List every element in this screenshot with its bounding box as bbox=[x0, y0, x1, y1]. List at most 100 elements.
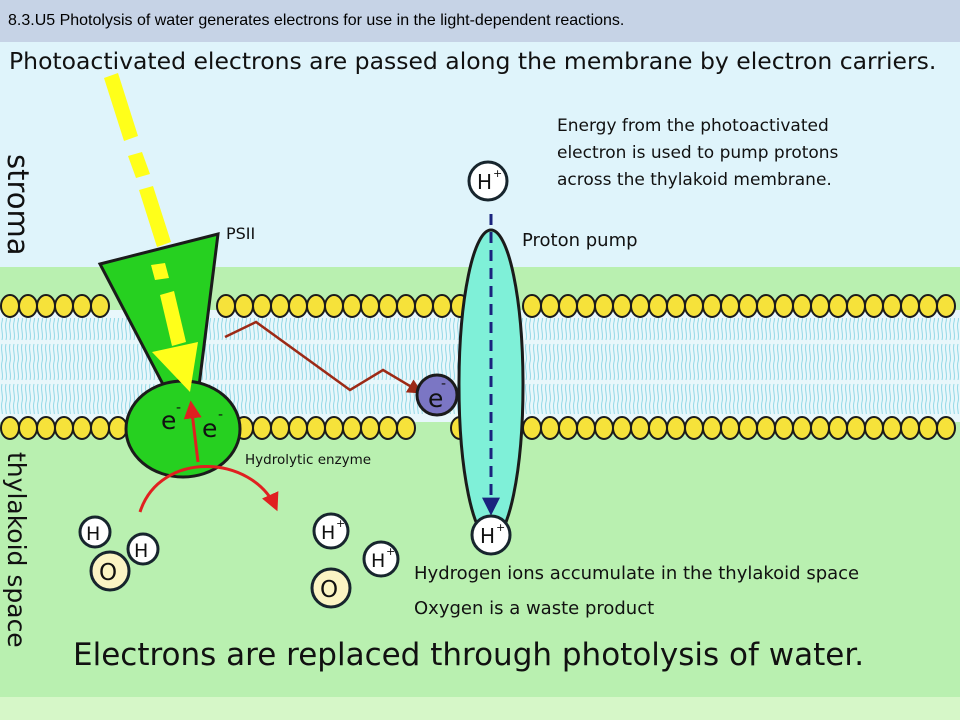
phospholipid-head bbox=[342, 294, 362, 318]
phospholipid-head bbox=[810, 416, 830, 440]
proton-thylakoid-pump: H + bbox=[470, 514, 512, 556]
energy-note-line-1: Energy from the photoactivated bbox=[557, 116, 829, 136]
phospholipid-head bbox=[396, 294, 416, 318]
phospholipid-head bbox=[342, 416, 362, 440]
phospholipid-head bbox=[774, 294, 794, 318]
svg-text:H: H bbox=[321, 522, 335, 544]
phospholipid-head bbox=[360, 416, 380, 440]
phospholipid-head bbox=[864, 294, 884, 318]
electron-symbol-psii-1: e - bbox=[161, 400, 181, 435]
phospholipid-head bbox=[900, 416, 920, 440]
phospholipid-head bbox=[0, 294, 20, 318]
phospholipid-head bbox=[882, 416, 902, 440]
phospholipid-head bbox=[576, 416, 596, 440]
phospholipid-head bbox=[666, 294, 686, 318]
phospholipid-head bbox=[702, 294, 722, 318]
phospholipid-head bbox=[216, 294, 236, 318]
thylakoid-space-label: thylakoid space bbox=[2, 452, 31, 648]
phospholipid-head bbox=[396, 416, 416, 440]
phospholipid-head bbox=[666, 416, 686, 440]
photolysis-diagram: e - e - e - H + H + H H O H + bbox=[0, 42, 960, 720]
svg-text:-: - bbox=[218, 407, 223, 423]
phospholipid-head bbox=[522, 294, 542, 318]
bottom-heading: Electrons are replaced through photolysi… bbox=[73, 637, 864, 673]
stroma-label: stroma bbox=[1, 154, 35, 256]
phospholipid-head bbox=[702, 416, 722, 440]
phospholipid-head bbox=[324, 294, 344, 318]
phospholipid-head bbox=[54, 294, 74, 318]
phospholipid-head bbox=[828, 294, 848, 318]
svg-text:O: O bbox=[320, 577, 338, 603]
phospholipid-head bbox=[72, 294, 92, 318]
phospholipid-head bbox=[756, 416, 776, 440]
top-heading: Photoactivated electrons are passed alon… bbox=[9, 47, 936, 75]
light-arrow bbox=[104, 73, 198, 392]
phospholipid-head bbox=[306, 294, 326, 318]
electron-symbol-psii-2: e - bbox=[202, 407, 223, 443]
electron-carrier-symbol: e bbox=[428, 384, 443, 413]
svg-text:+: + bbox=[493, 167, 502, 180]
phospholipid-head bbox=[288, 294, 308, 318]
phospholipid-head bbox=[324, 416, 344, 440]
phospholipid-head bbox=[90, 416, 110, 440]
phospholipid-head bbox=[756, 294, 776, 318]
energy-note-line-3: across the thylakoid membrane. bbox=[557, 170, 832, 190]
phospholipid-head bbox=[810, 294, 830, 318]
svg-text:+: + bbox=[386, 545, 395, 558]
svg-text:H: H bbox=[86, 523, 100, 545]
phospholipid-head bbox=[432, 294, 452, 318]
oxygen-product: O bbox=[310, 567, 352, 609]
phospholipid-head bbox=[792, 416, 812, 440]
phospholipid-head bbox=[36, 416, 56, 440]
phospholipid-head bbox=[378, 416, 398, 440]
slide-header: 8.3.U5 Photolysis of water generates ele… bbox=[0, 0, 960, 42]
psii-label: PSII bbox=[226, 224, 255, 243]
phospholipid-head bbox=[270, 416, 290, 440]
phospholipid-head bbox=[630, 416, 650, 440]
phospholipid-head bbox=[630, 294, 650, 318]
phospholipid-head bbox=[54, 416, 74, 440]
electron-replacement-arrow bbox=[183, 400, 202, 463]
proton-product-1: H + bbox=[312, 512, 350, 550]
hydrogen-ions-note: Hydrogen ions accumulate in the thylakoi… bbox=[414, 563, 859, 584]
footer-strip bbox=[0, 697, 960, 720]
psii-reaction-centre bbox=[124, 379, 242, 479]
phospholipid-head bbox=[522, 416, 542, 440]
phospholipid-head bbox=[918, 416, 938, 440]
phospholipid-head bbox=[738, 416, 758, 440]
svg-text:H: H bbox=[480, 524, 495, 548]
water-molecule: H H O bbox=[78, 515, 160, 592]
phospholipid-head bbox=[252, 416, 272, 440]
energy-note-line-2: electron is used to pump protons bbox=[557, 143, 839, 163]
phospholipid-head bbox=[882, 294, 902, 318]
slide-title: 8.3.U5 Photolysis of water generates ele… bbox=[8, 12, 625, 29]
phospholipid-head bbox=[234, 294, 254, 318]
proton-pump-label: Proton pump bbox=[522, 230, 638, 251]
phospholipid-head bbox=[0, 416, 20, 440]
svg-text:+: + bbox=[336, 517, 345, 530]
phospholipid-head bbox=[594, 294, 614, 318]
svg-text:-: - bbox=[176, 400, 181, 416]
svg-text:H: H bbox=[477, 170, 492, 194]
svg-text:+: + bbox=[496, 521, 505, 534]
svg-text:e: e bbox=[161, 406, 176, 435]
phospholipid-head bbox=[72, 416, 92, 440]
phospholipid-head bbox=[378, 294, 398, 318]
electron-carrier bbox=[415, 373, 459, 417]
hydrolytic-enzyme-label: Hydrolytic enzyme bbox=[245, 452, 371, 468]
phospholipid-head bbox=[936, 294, 956, 318]
electron-carrier-charge: - bbox=[441, 376, 446, 392]
electron-transfer-path bbox=[224, 320, 423, 394]
phospholipid-head bbox=[918, 294, 938, 318]
phospholipid-head bbox=[36, 294, 56, 318]
phospholipid-head bbox=[576, 294, 596, 318]
phospholipid-head bbox=[288, 416, 308, 440]
phospholipid-head bbox=[720, 416, 740, 440]
phospholipid-head bbox=[846, 294, 866, 318]
phospholipid-head bbox=[270, 294, 290, 318]
phospholipid-head bbox=[612, 294, 632, 318]
phospholipid-head bbox=[720, 294, 740, 318]
phospholipid-head bbox=[594, 416, 614, 440]
proton-product-2: H + bbox=[362, 540, 400, 578]
phospholipid-head bbox=[684, 416, 704, 440]
